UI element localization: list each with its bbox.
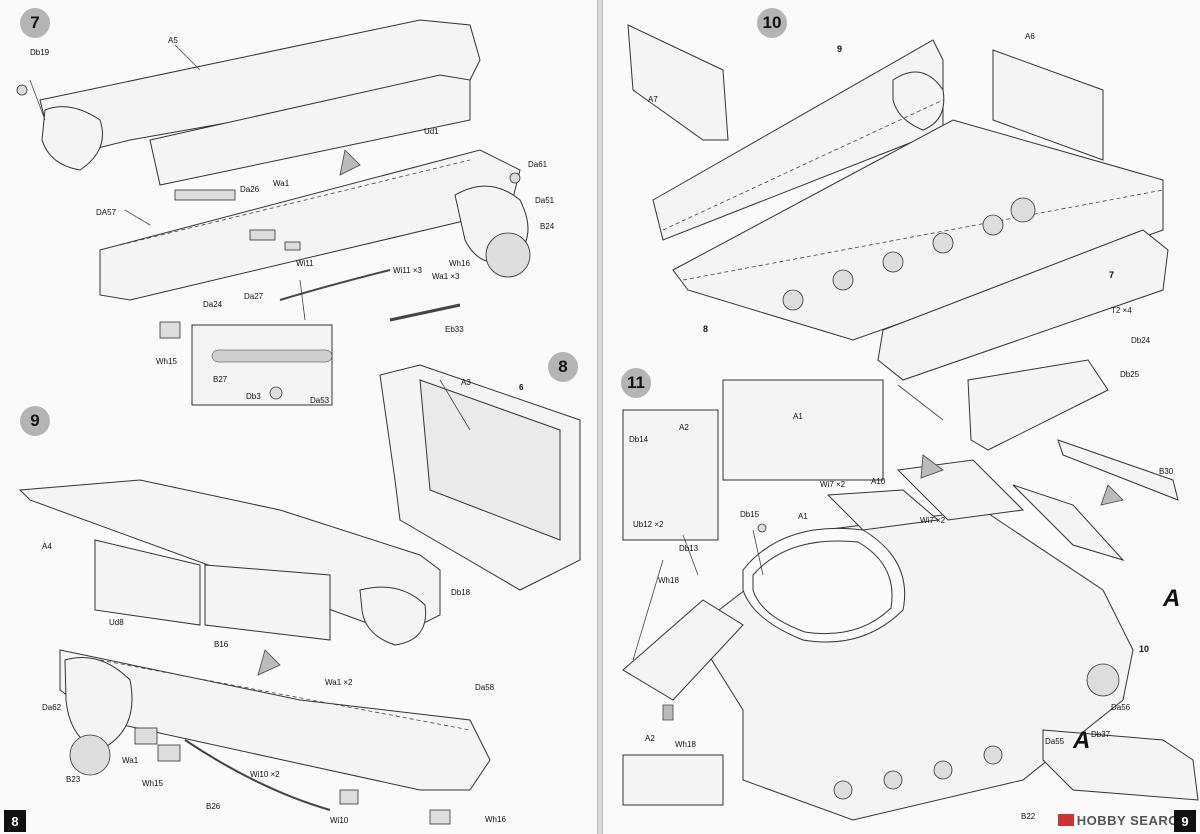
watermark: HOBBY SEARCH bbox=[1057, 813, 1188, 828]
part-label: Da56 bbox=[1111, 703, 1131, 712]
part-label: Da27 bbox=[244, 292, 264, 301]
part-label: Da62 bbox=[42, 703, 62, 712]
part-label: B23 bbox=[66, 775, 81, 784]
part-label: Wi11 ×3 bbox=[393, 266, 422, 275]
part-label: Wh18 bbox=[675, 740, 696, 749]
step-number-11: 11 bbox=[621, 368, 651, 398]
part-label: Da26 bbox=[240, 185, 260, 194]
detail-letter-a: A bbox=[1073, 727, 1091, 754]
part-label: Wi7 ×2 bbox=[820, 480, 846, 489]
instruction-page-left: 7 8 9 Db19 A5 Ud1 Da26 Wa1 Da61 DA57 Da5… bbox=[0, 0, 598, 834]
part-label: A6 bbox=[1025, 32, 1035, 41]
part-label: A1 bbox=[798, 512, 808, 521]
part-label: A5 bbox=[168, 36, 178, 45]
part-label: Da24 bbox=[203, 300, 223, 309]
part-label: 6 bbox=[519, 383, 524, 392]
part-label: Db37 bbox=[1091, 730, 1111, 739]
part-label: A10 bbox=[871, 477, 886, 486]
detail-letter-a: A bbox=[1163, 585, 1181, 612]
part-label: Wa1 bbox=[273, 179, 290, 188]
part-label: Eb33 bbox=[445, 325, 464, 334]
part-label: A1 bbox=[793, 412, 803, 421]
page-number: 9 bbox=[1174, 810, 1196, 832]
part-label: B30 bbox=[1159, 467, 1174, 476]
part-label: Da53 bbox=[310, 396, 330, 405]
part-label: B24 bbox=[540, 222, 555, 231]
instruction-page-right: 10 11 A7 9 A6 7 8 T2 ×4 Db24 Db25 Db14 A… bbox=[602, 0, 1200, 834]
part-label: Wa1 bbox=[122, 756, 139, 765]
part-label: Wi11 bbox=[296, 259, 314, 268]
assembly-illustrations-left bbox=[16, 19, 581, 825]
step-number-8: 8 bbox=[548, 352, 578, 382]
part-label: Wh18 bbox=[658, 576, 679, 585]
part-label: Wa1 ×3 bbox=[432, 272, 460, 281]
part-label: B22 bbox=[1021, 812, 1036, 821]
part-label: A7 bbox=[648, 95, 658, 104]
part-label: Db14 bbox=[629, 435, 649, 444]
part-label: Da51 bbox=[535, 196, 555, 205]
part-label: 7 bbox=[1109, 270, 1115, 280]
part-label: A4 bbox=[42, 542, 52, 551]
part-label: Da58 bbox=[475, 683, 495, 692]
step-number-7: 7 bbox=[20, 8, 50, 38]
step-number-9: 9 bbox=[20, 406, 50, 436]
part-label: B26 bbox=[206, 802, 221, 811]
part-label: Wi7 ×2 bbox=[920, 516, 946, 525]
part-label: Db24 bbox=[1131, 336, 1151, 345]
part-label: Wh16 bbox=[449, 259, 470, 268]
part-label: Db25 bbox=[1120, 370, 1140, 379]
part-label: 9 bbox=[837, 44, 843, 54]
part-label: Db3 bbox=[246, 392, 261, 401]
part-label: A2 bbox=[645, 734, 655, 743]
part-label: Ud8 bbox=[109, 618, 124, 627]
part-label: B27 bbox=[213, 375, 228, 384]
part-label: Wi10 bbox=[330, 816, 349, 825]
part-label: 10 bbox=[1139, 644, 1150, 654]
part-label: Db15 bbox=[740, 510, 760, 519]
part-label: B16 bbox=[214, 640, 229, 649]
page-number: 8 bbox=[4, 810, 26, 832]
part-label: Db18 bbox=[451, 588, 471, 597]
part-label: Wh15 bbox=[142, 779, 163, 788]
part-label: DA57 bbox=[96, 208, 117, 217]
part-label: A3 bbox=[461, 378, 471, 387]
part-label: Ub12 ×2 bbox=[633, 520, 664, 529]
step-number-10: 10 bbox=[757, 8, 787, 38]
part-label: Db19 bbox=[30, 48, 50, 57]
part-label: T2 ×4 bbox=[1111, 306, 1132, 315]
assembly-illustrations-right bbox=[622, 24, 1199, 821]
part-label: Da55 bbox=[1045, 737, 1065, 746]
part-label: Db13 bbox=[679, 544, 699, 553]
part-label: Ud1 bbox=[424, 127, 439, 136]
part-label: Da61 bbox=[528, 160, 548, 169]
part-label: Wi10 ×2 bbox=[250, 770, 280, 779]
part-label: Wa1 ×2 bbox=[325, 678, 353, 687]
part-label: Wh15 bbox=[156, 357, 177, 366]
part-label: 8 bbox=[703, 324, 709, 334]
part-label: Wh16 bbox=[485, 815, 506, 824]
hobby-search-logo-icon bbox=[1057, 814, 1074, 826]
part-label: A2 bbox=[679, 423, 689, 432]
